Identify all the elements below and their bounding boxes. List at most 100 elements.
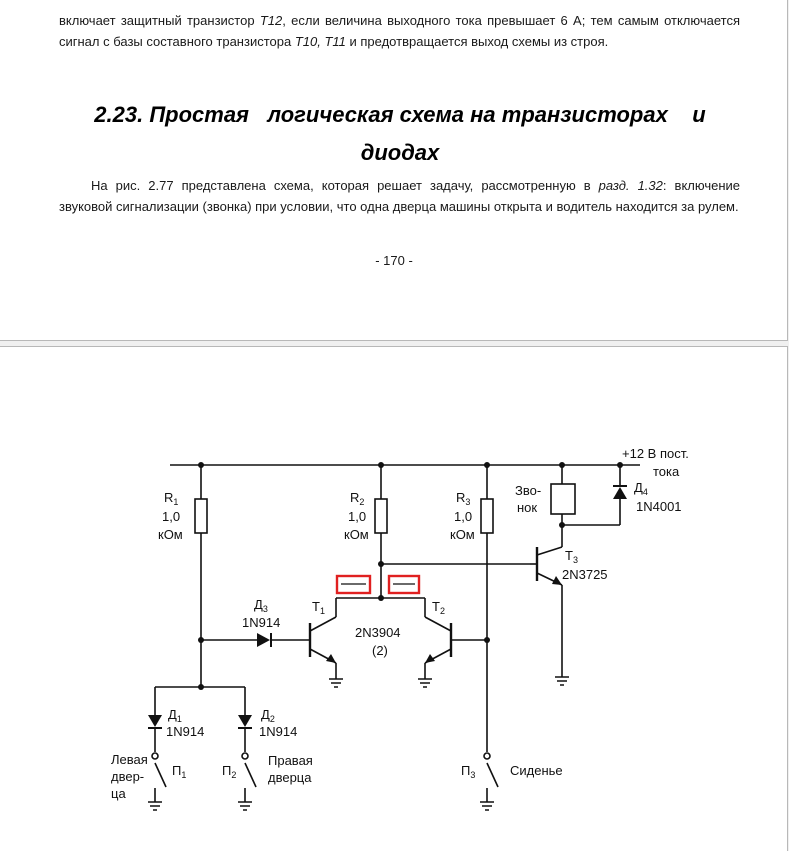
s3-caption: Сиденье [510,763,563,778]
page-number: - 170 - [375,253,413,268]
text: 3 [470,770,475,780]
text: 3 [263,604,268,614]
text: R [164,490,173,505]
ground-symbol [148,801,162,811]
text: 2 [270,714,275,724]
text: и предотвращается выход схемы из строя. [345,34,609,49]
diode-d4-bar [613,485,627,487]
wire [309,616,337,632]
s1-caption: ца [111,786,126,801]
text: Д [168,707,177,722]
t3-part: 2N3725 [562,567,608,582]
junction-dot [198,462,204,468]
junction-dot [378,561,384,567]
bell [550,483,576,515]
text: R [456,490,465,505]
paragraph-intro: На рис. 2.77 представлена схема, которая… [59,175,740,217]
resistor-r3 [480,498,494,534]
t12-count: (2) [372,643,388,658]
r1-label: R1 [164,490,178,507]
text-italic: T10, T11 [294,34,346,49]
text: , если величина выходного тока превышает… [59,13,741,49]
s2-label: П2 [222,763,236,780]
text: Д [261,707,270,722]
text: 1 [320,606,325,616]
text: П [461,763,470,778]
emitter-arrow [552,576,562,585]
junction-dot [378,462,384,468]
emitter-arrow [425,654,435,663]
diode-d4 [613,487,627,499]
diode-d3-bar [270,633,272,647]
s1-caption: двер- [111,769,144,784]
d1-label: Д1 [168,707,182,724]
section-heading: 2.23. Простая логическая схема на транзи… [60,96,740,172]
heading-line: диодах [360,140,440,165]
bell-label: Зво- [515,483,541,498]
text: 1 [181,770,186,780]
text: Д [254,597,263,612]
r2-unit: кОм [344,527,369,542]
text: П [172,763,181,778]
s2-caption: дверца [268,770,312,785]
s1-caption: Левая [111,752,148,767]
d2-label: Д2 [261,707,275,724]
text: 1 [173,497,178,507]
supply-label: тока [653,464,680,479]
switch-s1 [154,762,167,788]
junction-dot [378,595,384,601]
d1-part: 1N914 [166,724,204,739]
heading-line: 2.23. Простая логическая схема на транзи… [94,102,706,127]
diode-d2 [238,715,252,727]
s1-label: П1 [172,763,186,780]
r1-value: 1,0 [162,509,180,524]
switch-contact [151,752,159,760]
switch-contact [241,752,249,760]
text: включает защитный транзистор [59,13,260,28]
switch-s3 [486,762,499,788]
junction-dot [617,462,623,468]
text: Д [634,480,643,495]
d3-label: Д3 [254,597,268,614]
ground-symbol [329,678,343,688]
diode-d2-bar [238,727,252,729]
junction-dot [198,637,204,643]
circuit-schematic: +12 В пост. тока R1 1,0 кОм R2 1,0 кОм R… [111,446,689,811]
document-page-170: включает защитный транзистор T12, если в… [0,0,788,341]
junction-dot [484,462,490,468]
text: T [312,599,320,614]
r2-value: 1,0 [348,509,366,524]
paragraph-protection: включает защитный транзистор T12, если в… [59,10,740,52]
t1-label: T1 [312,599,325,616]
text: 2 [440,606,445,616]
text: 3 [573,555,578,565]
wire [536,546,563,556]
r3-label: R3 [456,490,470,507]
text-italic: T12 [259,13,283,28]
ground-symbol [418,678,432,688]
text-italic: разд. 1.32 [598,178,663,193]
switch-contact [483,752,491,760]
text: : включение звуковой сигнализации (звонк… [59,178,741,214]
r1-unit: кОм [158,527,183,542]
junction-dot [559,522,565,528]
text: 3 [465,497,470,507]
junction-dot [559,462,565,468]
r3-unit: кОм [450,527,475,542]
d2-part: 1N914 [259,724,297,739]
t3-label: T3 [565,548,578,565]
text: R [350,490,359,505]
d4-part: 1N4001 [636,499,682,514]
ground-symbol [238,801,252,811]
wire [424,616,452,632]
text: 4 [643,487,648,497]
highlight-box [335,574,372,595]
junction-dot [484,637,490,643]
text: 2 [359,497,364,507]
d4-label: Д4 [634,480,648,497]
resistor-r2 [374,498,388,534]
text: 2 [231,770,236,780]
s2-caption: Правая [268,753,313,768]
s3-label: П3 [461,763,475,780]
text: П [222,763,231,778]
